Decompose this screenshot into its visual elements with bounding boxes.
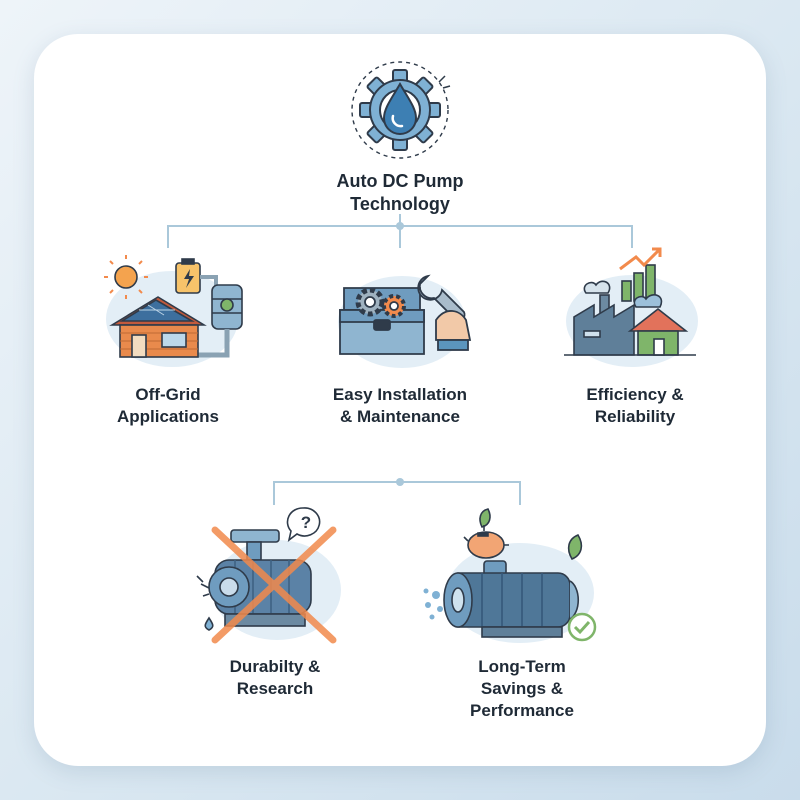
svg-text:?: ? [301,513,311,532]
savings-line-1: Long-Term [478,657,566,676]
crossed-out-pump-question-icon: ? [196,507,341,644]
toolbox-wrench-icon [338,274,472,368]
title-line-1: Auto DC Pump [336,171,464,191]
gear-water-drop-icon [351,61,451,159]
durability-line-2: Research [236,679,314,698]
solar-house-battery-icon [104,255,243,367]
title-line-2: Technology [350,194,450,214]
savings-line-3: Performance [470,701,574,720]
node-label-savings: Long-Term Savings & Performance [432,656,612,722]
savings-line-2: Savings & [480,679,564,698]
node-label-efficiency: Efficiency & Reliability [550,384,720,428]
diagram-card [34,34,766,766]
node-label-durability: Durabilty & Research [190,656,360,700]
efficiency-line-1: Efficiency & [586,385,684,404]
pump-piggy-bank-checkmark-icon [423,508,597,643]
efficiency-line-2: Reliability [594,407,676,426]
diagram-title: Auto DC Pump Technology [300,170,500,216]
off-grid-line-1: Off-Grid [135,385,201,404]
installation-line-2: & Maintenance [340,407,460,426]
installation-line-1: Easy Installation [332,385,468,404]
durability-line-1: Durabilty & [229,657,321,676]
factory-house-growth-chart-icon [564,247,698,367]
node-label-off-grid: Off-Grid Applications [83,384,253,428]
off-grid-line-2: Applications [116,407,219,426]
node-label-installation: Easy Installation & Maintenance [305,384,495,428]
